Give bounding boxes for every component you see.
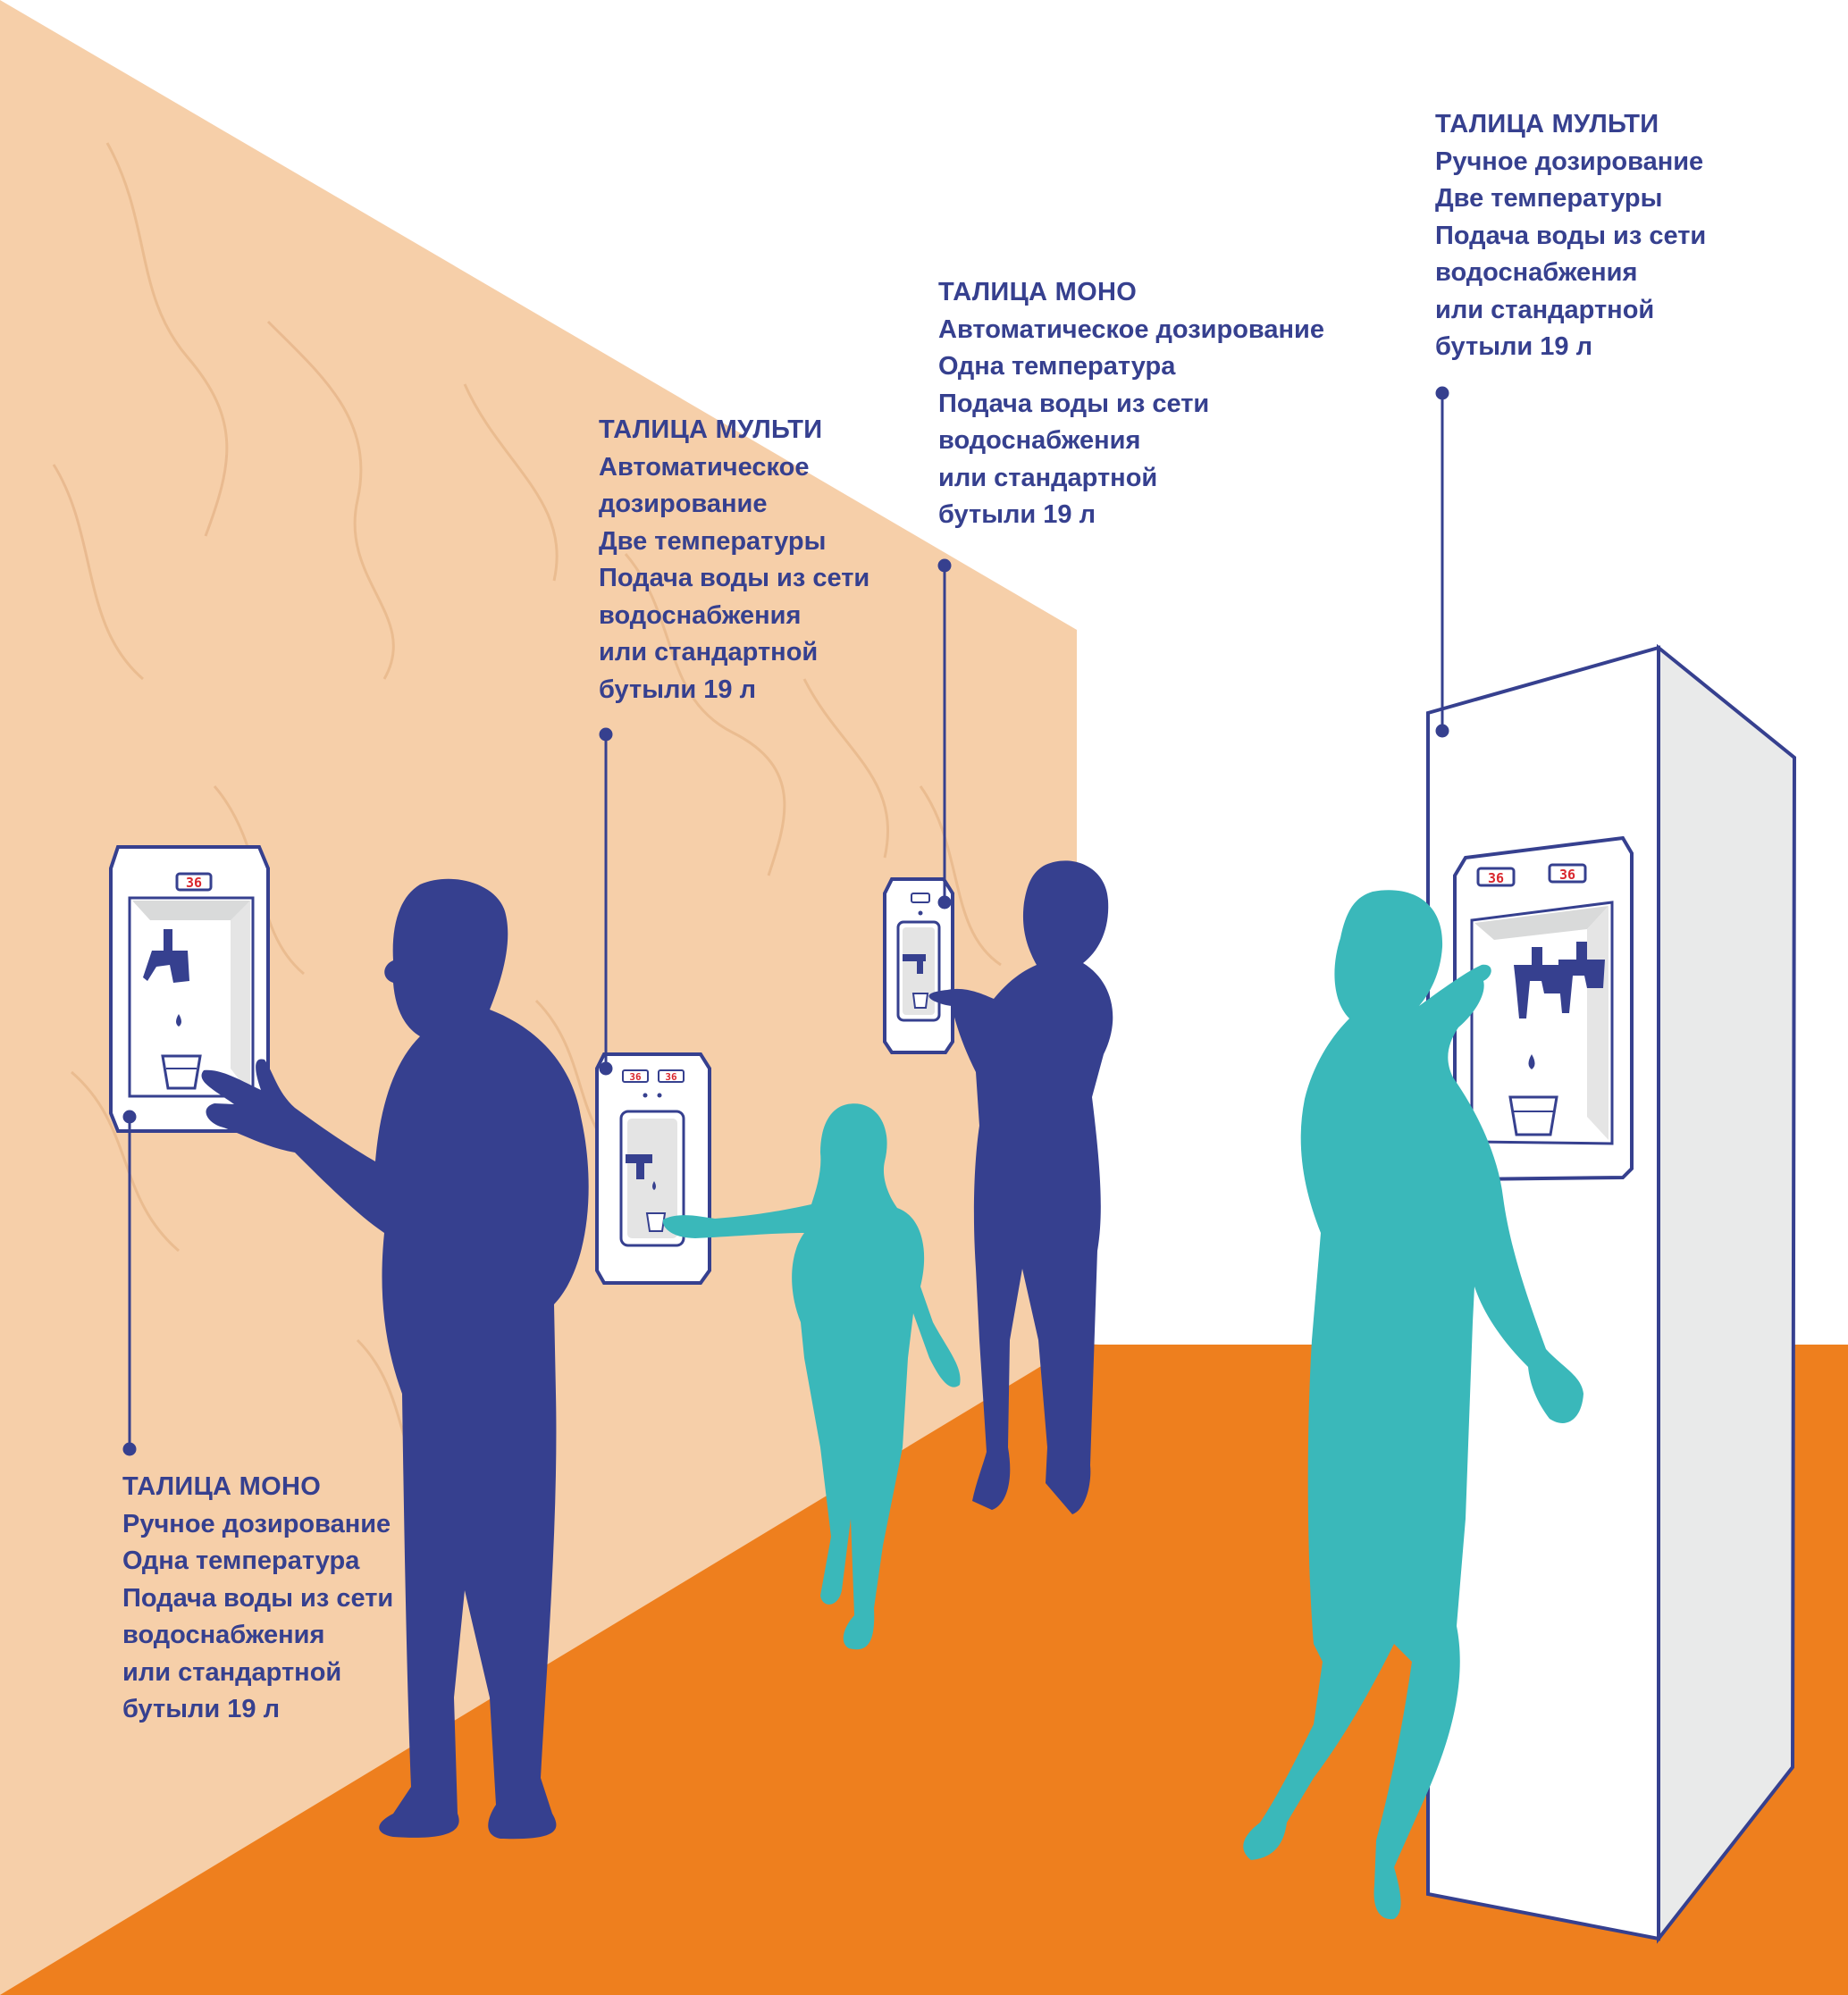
cup-icon [645,1212,667,1232]
callout-title: ТАЛИЦА МУЛЬТИ [599,415,823,444]
callout-title: ТАЛИЦА МУЛЬТИ [1435,110,1659,138]
water-drop-icon [652,1181,656,1190]
callout-line: водоснабжения [122,1621,325,1649]
display-reading: 36 [629,1071,642,1083]
woman-back-silhouette [928,860,1113,1514]
temperature-display [175,872,213,892]
girl-silhouette [662,1103,961,1650]
callout-line: Автоматическое дозирование [938,314,1324,344]
cabinet-side [1657,643,1797,1944]
man-silhouette [201,878,589,1840]
cup-icon [161,1054,202,1090]
callout-multi-auto: ТАЛИЦА МУЛЬТИ Автоматическое дозирование… [599,412,869,708]
unit-mono-manual: 36 [109,845,270,1133]
callout-line: водоснабжения [1435,258,1638,287]
tap-icon [903,954,926,974]
callout-line: Подача воды из сети [1435,221,1707,250]
callout-line: или стандартной [1435,295,1655,324]
tap-icon [626,1154,652,1179]
callout-line: Подача воды из сети [599,564,870,592]
callout-line: Ручное дозирование [1435,147,1704,176]
unit-multi-auto: 36 36 [595,1052,711,1285]
callout-mono-auto: ТАЛИЦА МОНО Автоматическое дозирование О… [938,274,1324,534]
callout-mono-manual: ТАЛИЦА МОНО Ручное дозирование Одна темп… [122,1469,393,1729]
temperature-display-right [658,1069,685,1083]
callout-line: Автоматическое [599,452,810,482]
callout-line: Две температуры [1435,184,1663,213]
callout-line: бутыли 19 л [938,500,1096,529]
cup-icon [911,993,929,1009]
callout-line: Две температуры [599,526,827,556]
callout-line: Подача воды из сети [122,1583,394,1613]
temperature-display [911,893,930,903]
callout-line: водоснабжения [599,600,802,630]
temperature-display-right [1548,863,1587,884]
callout-line: бутыли 19 л [1435,332,1593,361]
callout-line: бутыли 19 л [599,675,757,704]
woman-front-silhouette [1243,890,1583,1920]
water-drop-icon [176,1014,181,1027]
callout-title: ТАЛИЦА МОНО [938,278,1138,306]
tap-icon [1558,942,1605,1013]
cup-icon [1508,1095,1558,1136]
callout-line: или стандартной [938,463,1158,492]
callout-line: Одна температура [122,1547,360,1575]
temperature-display-left [1476,867,1516,887]
callout-line: Одна температура [938,352,1176,381]
callout-line: или стандартной [599,638,819,666]
callout-line: водоснабжения [938,426,1141,455]
textured-wall [0,0,1077,1995]
tap-icon [143,929,189,983]
callout-line: дозирование [599,490,768,518]
wall-cracks [52,142,1002,1521]
callout-multi-manual: ТАЛИЦА МУЛЬТИ Ручное дозирование Две тем… [1435,106,1706,366]
callout-line: или стандартной [122,1657,342,1687]
temperature-display-left [622,1069,649,1083]
callout-line: Ручное дозирование [122,1509,391,1538]
display-reading: 36 [1559,867,1575,883]
leader-lines [122,386,1449,1456]
callout-title: ТАЛИЦА МОНО [122,1472,322,1501]
unit-mono-auto [883,877,954,1054]
callout-line: Подача воды из сети [938,389,1210,418]
tap-icon [1514,947,1564,1018]
display-reading: 36 [186,875,202,891]
display-reading: 36 [1488,870,1504,886]
water-drop-icon [1528,1054,1535,1069]
display-reading: 36 [665,1071,677,1083]
callout-line: бутыли 19 л [122,1695,281,1723]
